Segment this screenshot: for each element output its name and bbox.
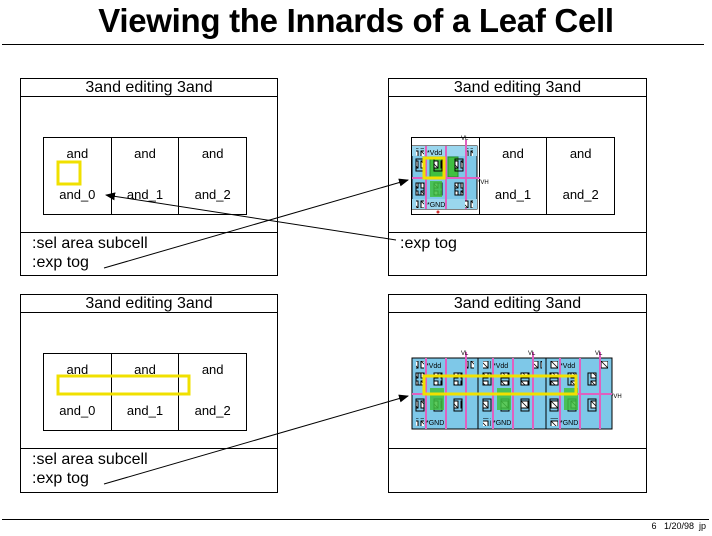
- cell-and-1[interactable]: and and_1: [480, 138, 548, 214]
- panel-title: 3and editing 3and: [389, 295, 646, 313]
- panel-bottom-left: 3and editing 3and and and_0 and and_1 an…: [20, 294, 278, 493]
- cell-instance-label: and_2: [194, 187, 231, 202]
- panel-divider: [389, 448, 646, 449]
- cell-type-label: and: [569, 146, 592, 161]
- cell-instance-label: and_2: [562, 187, 599, 202]
- cell-instance-label: and_0: [59, 187, 96, 202]
- panel-divider: [21, 232, 277, 233]
- cell-type-label: and: [66, 146, 89, 161]
- cell-and-0[interactable]: and and_0: [44, 138, 112, 214]
- panel-title: 3and editing 3and: [21, 295, 277, 313]
- command-text: :sel area subcell :exp tog: [32, 235, 148, 271]
- cell-and-2[interactable]: and and_2: [547, 138, 614, 214]
- command-text: :exp tog: [400, 235, 457, 252]
- cell-instance-label: and_1: [126, 187, 164, 202]
- cell-type-label: and: [201, 146, 224, 161]
- cell-and-2[interactable]: and and_2: [179, 354, 246, 430]
- cell-instance-label: and_0: [59, 403, 96, 418]
- cell-instance-label: and_1: [126, 403, 164, 418]
- command-text: :sel area subcell :exp tog: [32, 451, 148, 487]
- cell-array: and and_1 and and_2: [411, 137, 615, 215]
- cell-and-2[interactable]: and and_2: [179, 138, 246, 214]
- cell-and-1[interactable]: and and_1: [112, 354, 180, 430]
- cell-type-label: and: [134, 362, 156, 377]
- panel-top-right: 3and editing 3and and and_1 and and_2 :e…: [388, 78, 647, 276]
- cell-type-label: and: [201, 362, 224, 377]
- footer-text: 6 1/20/98 jp: [651, 521, 706, 531]
- panel-divider: [21, 448, 277, 449]
- cell-array: and and_0 and and_1 and and_2: [43, 137, 247, 215]
- cell-type-label: and: [66, 362, 89, 377]
- panel-title: 3and editing 3and: [21, 79, 277, 97]
- footer-rule: [2, 519, 709, 520]
- panel-bottom-right: 3and editing 3and: [388, 294, 647, 493]
- cell-and-1[interactable]: and and_1: [112, 138, 180, 214]
- cell-and-0[interactable]: and and_0: [44, 354, 112, 430]
- panel-divider: [389, 232, 646, 233]
- cell-instance-label: and_2: [194, 403, 231, 418]
- page-title: Viewing the Innards of a Leaf Cell: [98, 2, 614, 39]
- title-underline: [2, 44, 704, 45]
- cell-instance-label: and_1: [494, 187, 532, 202]
- cell-type-label: and: [502, 146, 524, 161]
- cell-and-0-expanded[interactable]: [412, 138, 480, 214]
- cell-type-label: and: [134, 146, 156, 161]
- panel-top-left: 3and editing 3and and and_0 and and_1 an…: [20, 78, 278, 276]
- cell-array: and and_0 and and_1 and and_2: [43, 353, 247, 431]
- panel-title: 3and editing 3and: [389, 79, 646, 97]
